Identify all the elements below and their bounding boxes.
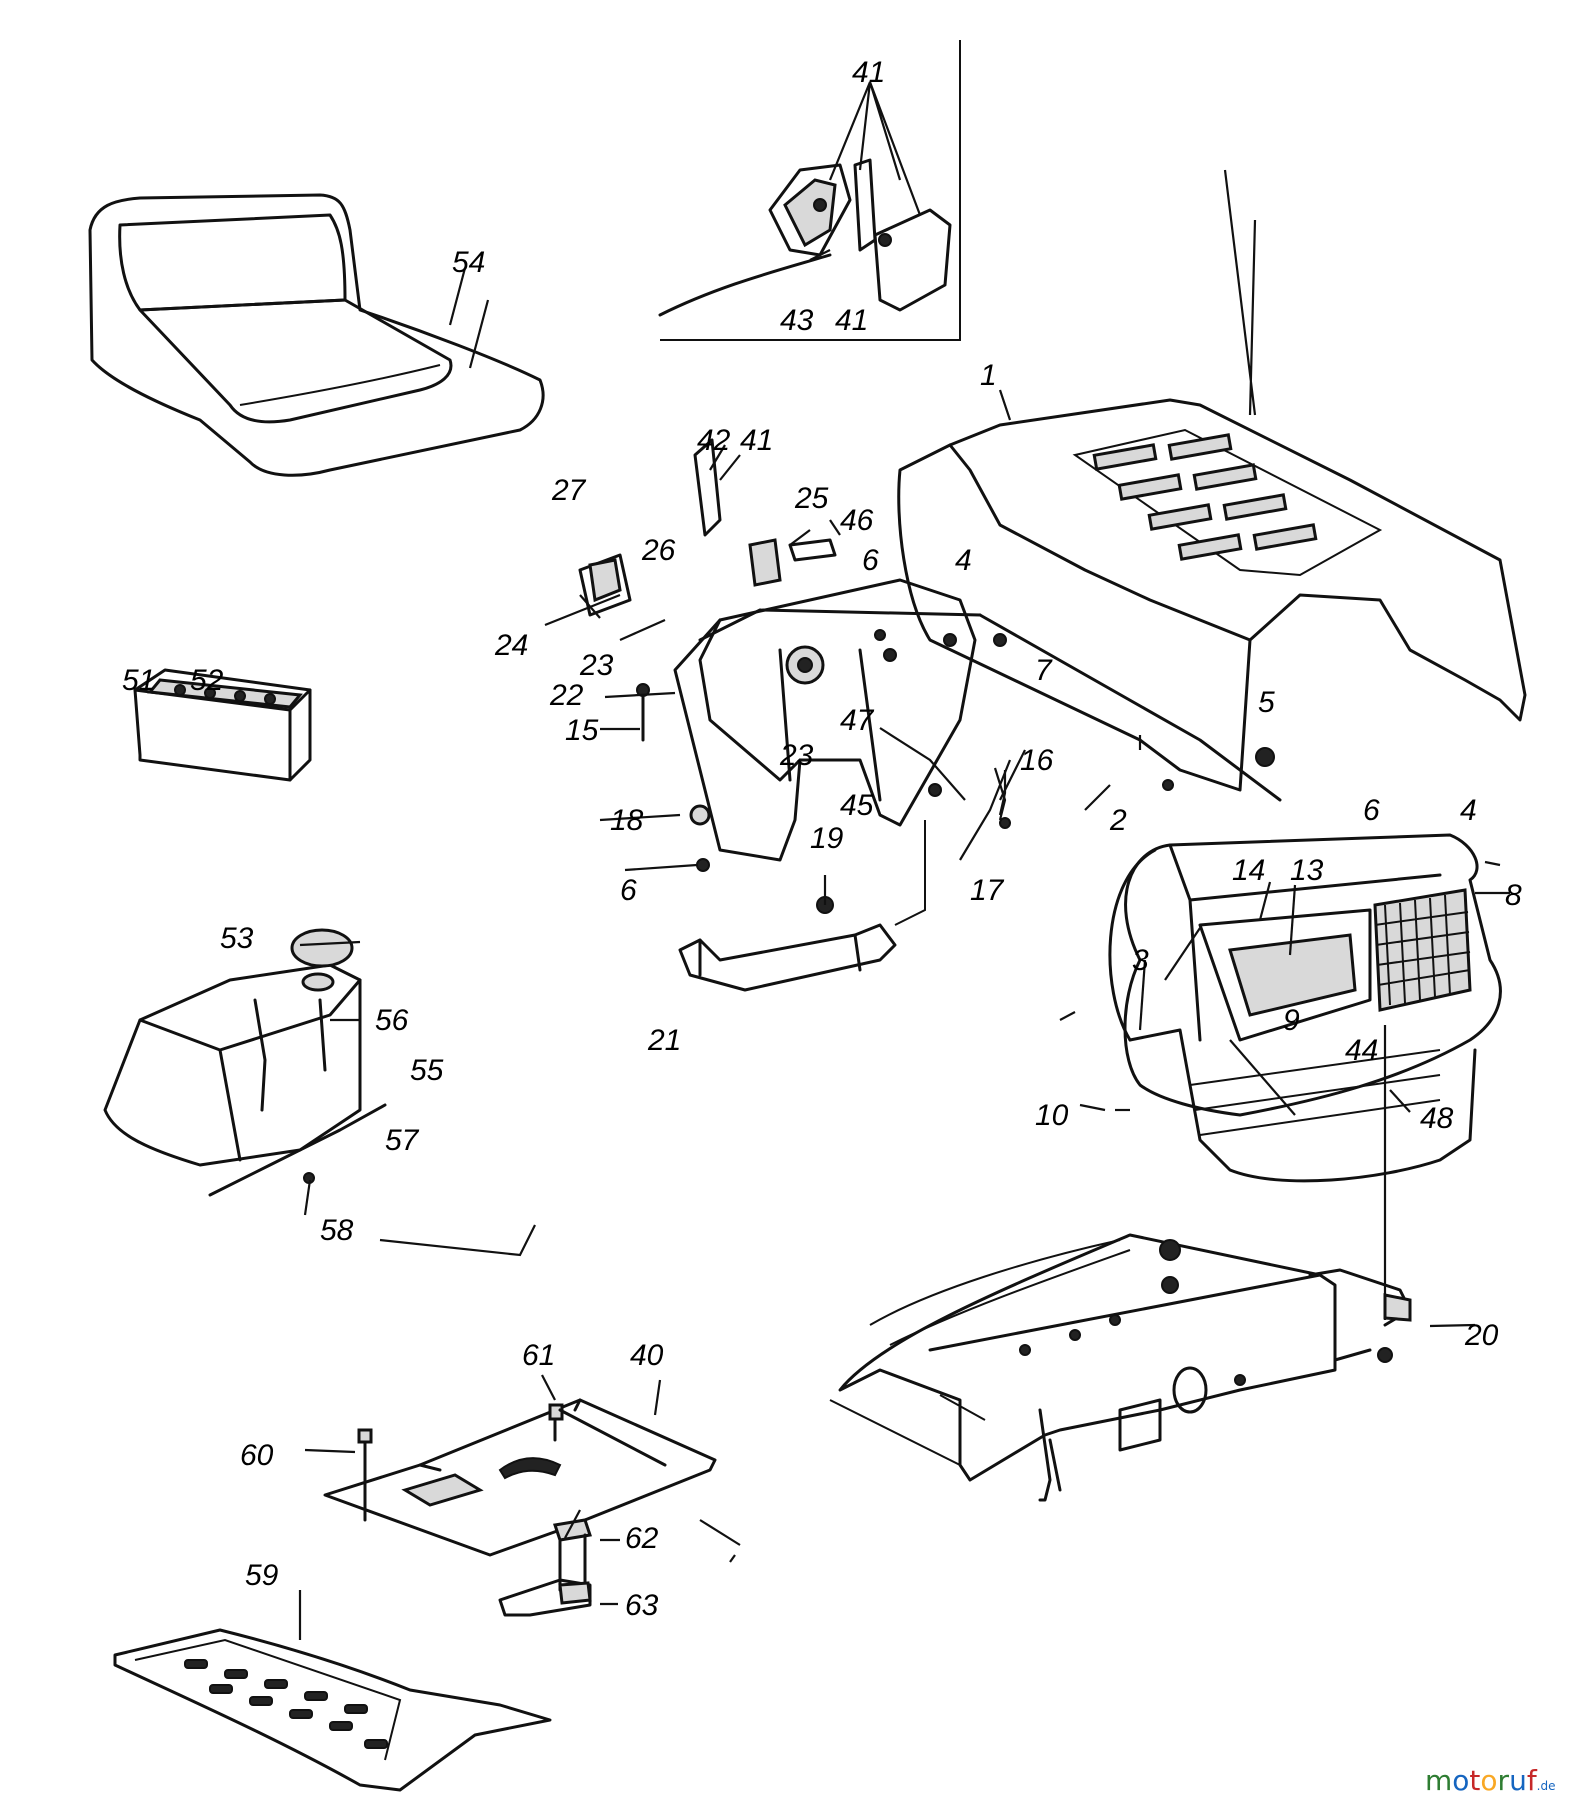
callout-26: 26	[641, 534, 676, 567]
grille-assembly	[1108, 833, 1502, 1320]
dash-bracket	[578, 438, 1282, 862]
callout-47: 47	[840, 704, 875, 737]
callout-17: 17	[970, 874, 1005, 907]
callout-41: 41	[852, 56, 885, 89]
callout-6: 6	[862, 544, 879, 577]
floor-plate	[323, 1398, 717, 1557]
callout-24: 24	[494, 629, 528, 662]
callout-61: 61	[522, 1339, 555, 1372]
leader-lines	[298, 299, 1510, 1640]
battery	[133, 668, 312, 782]
callout-45: 45	[840, 789, 874, 822]
watermark-logo: motoruf.de	[1425, 1764, 1556, 1797]
callout-23: 23	[579, 649, 614, 682]
callout-6: 6	[620, 874, 637, 907]
callout-55: 55	[410, 1054, 444, 1087]
callout-20: 20	[1464, 1319, 1499, 1352]
hood	[897, 169, 1527, 792]
callout-52: 52	[190, 664, 224, 697]
callout-22: 22	[549, 679, 584, 712]
callout-57: 57	[385, 1124, 420, 1157]
callout-18: 18	[610, 804, 644, 837]
floor-mat	[113, 1628, 552, 1792]
callout-9: 9	[1283, 1004, 1300, 1037]
callout-44: 44	[1345, 1034, 1378, 1067]
callout-40: 40	[630, 1339, 664, 1372]
callout-13: 13	[1290, 854, 1324, 887]
callout-54: 54	[452, 246, 485, 279]
callout-53: 53	[220, 922, 254, 955]
callout-43: 43	[780, 304, 814, 337]
callout-1: 1	[980, 359, 997, 392]
callout-60: 60	[240, 1439, 274, 1472]
callout-10: 10	[1035, 1099, 1069, 1132]
callout-27: 27	[551, 474, 587, 507]
callout-2: 2	[1109, 804, 1127, 837]
fuel-tank	[103, 928, 387, 1197]
callout-59: 59	[245, 1559, 279, 1592]
callout-51: 51	[122, 664, 155, 697]
callout-41: 41	[740, 424, 773, 457]
callout-62: 62	[625, 1522, 659, 1555]
callout-21: 21	[647, 1024, 681, 1057]
hardware	[636, 629, 1275, 872]
callout-56: 56	[375, 1004, 409, 1037]
callout-58: 58	[320, 1214, 354, 1247]
clips	[498, 1518, 592, 1617]
callout-46: 46	[840, 504, 874, 537]
watermark-brand: motoruf.de	[1425, 1764, 1556, 1797]
callout-4: 4	[1460, 794, 1477, 827]
callout-16: 16	[1020, 744, 1054, 777]
callout-25: 25	[794, 482, 829, 515]
frame	[829, 1233, 1412, 1502]
callout-5: 5	[1258, 686, 1275, 719]
callout-19: 19	[810, 822, 844, 855]
lower-bracket	[678, 820, 926, 992]
callout-4: 4	[955, 544, 972, 577]
callout-15: 15	[565, 714, 599, 747]
callout-42: 42	[697, 424, 731, 457]
callout-labels: 41 41 43 54 1 42 41 27 25 46 26 6 4 24 2…	[122, 56, 1522, 1622]
inset-control-panel	[658, 40, 961, 341]
callout-63: 63	[625, 1589, 659, 1622]
hood-vents	[1092, 433, 1318, 561]
callout-14: 14	[1232, 854, 1265, 887]
callout-7: 7	[1035, 654, 1053, 687]
callout-23: 23	[779, 739, 814, 772]
seat	[88, 193, 545, 477]
grille-mesh	[1373, 888, 1472, 1012]
callout-3: 3	[1132, 944, 1149, 977]
callout-6: 6	[1363, 794, 1380, 827]
callout-8: 8	[1505, 879, 1522, 912]
mat-treads	[184, 1659, 388, 1749]
callout-41: 41	[835, 304, 868, 337]
callout-48: 48	[1420, 1102, 1454, 1135]
